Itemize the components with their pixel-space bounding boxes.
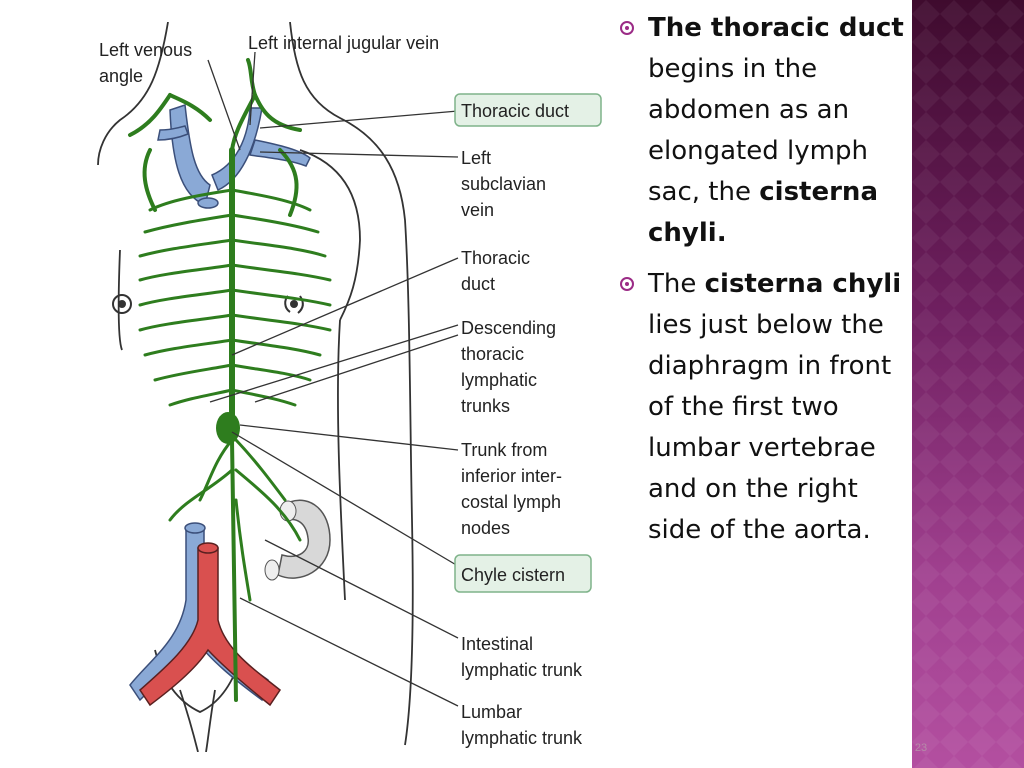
diamond-pattern	[912, 0, 1024, 768]
label-lumbar-trunk: Lumbar lymphatic trunk	[461, 702, 583, 748]
bullet-icon	[620, 277, 634, 291]
bullet-1-bold-1: The thoracic duct	[648, 13, 904, 43]
bullet-1-text-1: begins in the abdomen as an elongated ly…	[648, 54, 868, 207]
decorative-side-bar	[912, 0, 1024, 768]
nipple-left	[112, 294, 132, 314]
nipple-right	[284, 295, 304, 314]
bullet-icon	[620, 21, 634, 35]
thoracic-duct-diagram: Left venous angle Left internal jugular …	[97, 22, 602, 752]
bullet-item-2: The cisterna chyli lies just below the d…	[618, 264, 908, 551]
label-descending-thoracic: Descending thoracic lymphatic trunks	[461, 318, 561, 416]
label-trunk-inferior: Trunk from inferior inter- costal lymph …	[461, 440, 567, 538]
chyle-cistern-label-box	[454, 554, 592, 593]
bullet-2-text-1: lies just below the diaphragm in front o…	[648, 310, 892, 545]
label-left-venous-angle: Left venous angle	[99, 40, 197, 86]
label-chyle-cistern: Chyle cistern	[461, 565, 565, 585]
leader-lines	[207, 51, 459, 707]
bullet-item-1: The thoracic duct begins in the abdomen …	[618, 8, 908, 254]
label-left-subclavian-vein: Left subclavian vein	[461, 148, 551, 220]
label-thoracic-duct-mid: Thoracic duct	[461, 248, 535, 294]
lymphatic-vessels	[128, 58, 332, 702]
slide-number: 23	[914, 742, 928, 754]
bullet-list: The thoracic duct begins in the abdomen …	[618, 8, 908, 561]
label-thoracic-duct-top: Thoracic duct	[461, 101, 569, 121]
bullet-2-text-0: The	[648, 269, 705, 299]
cisterna-chyli-shape	[216, 412, 240, 444]
label-left-internal-jugular-vein: Left internal jugular vein	[248, 33, 439, 53]
great-vessels	[129, 522, 282, 707]
bullet-1-bold-2: cisterna chyli.	[648, 177, 878, 248]
label-intestinal-trunk: Intestinal lymphatic trunk	[461, 634, 583, 680]
thoracic-duct-label-box	[454, 93, 602, 127]
bullet-2-bold-1: cisterna chyli	[704, 269, 902, 299]
